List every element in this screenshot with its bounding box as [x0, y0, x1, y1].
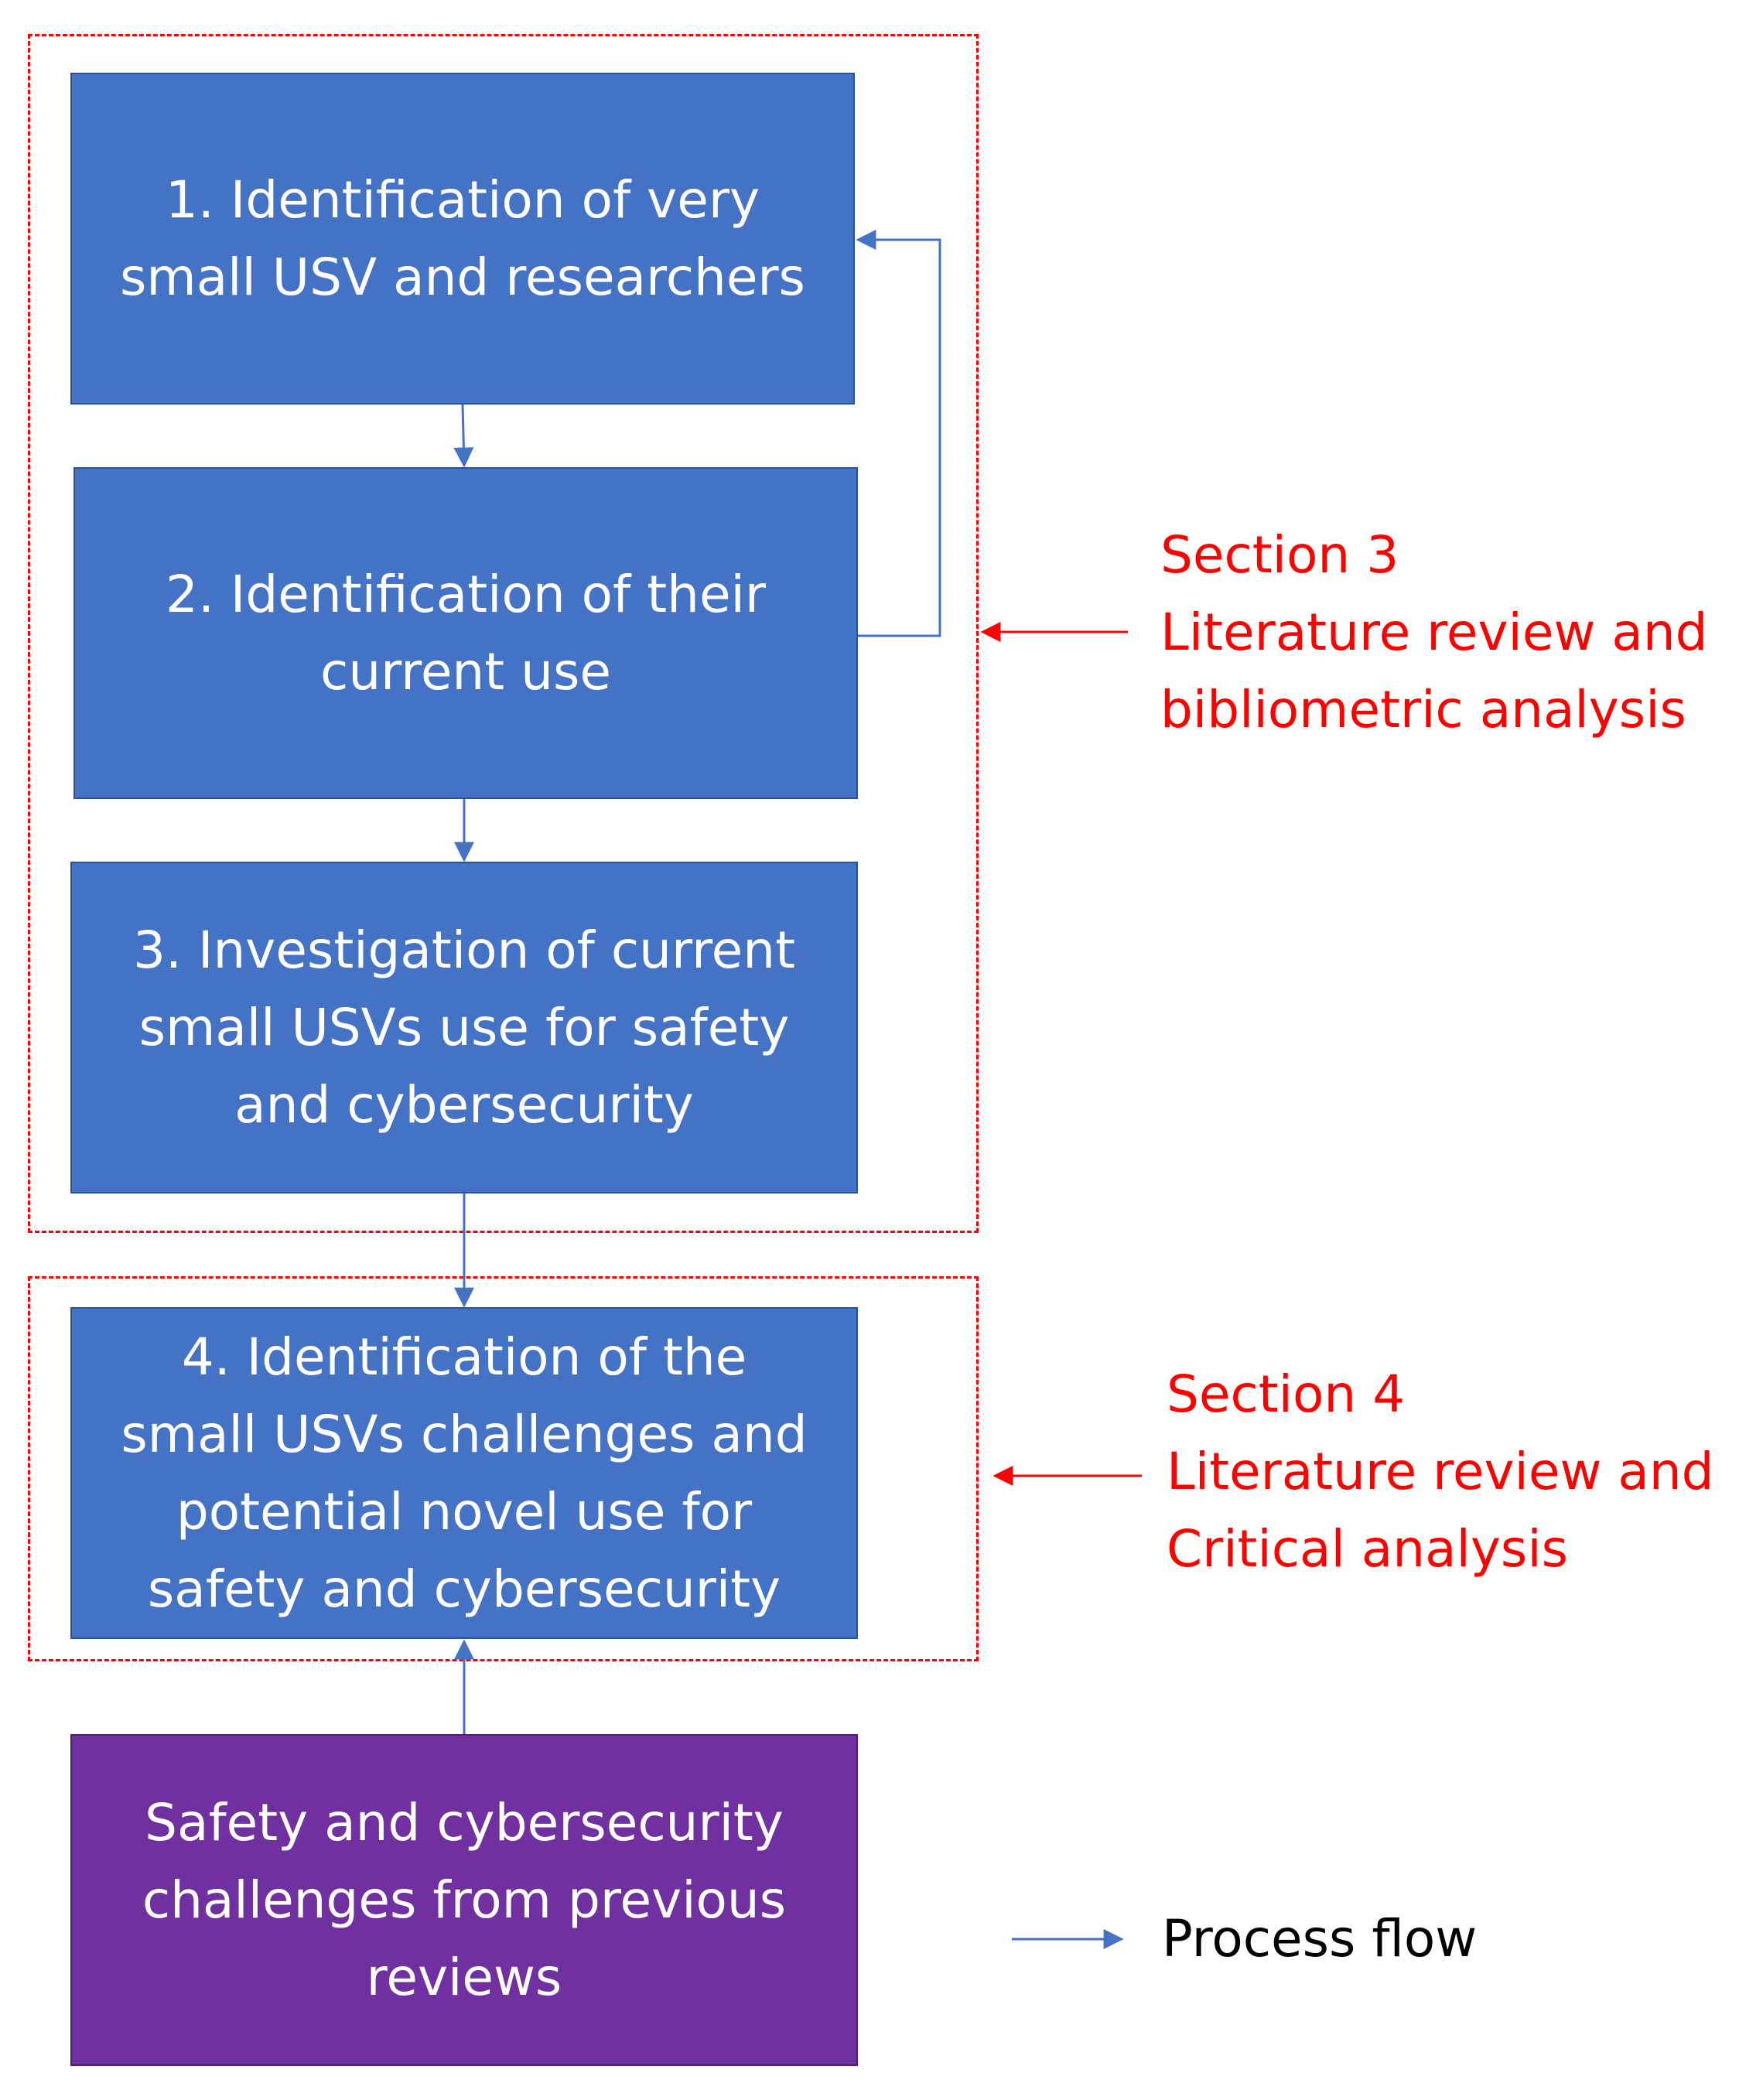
step-1-line-2: small USV and researchers [120, 247, 805, 307]
input-line-1: Safety and cybersecurity [145, 1792, 784, 1852]
step-1-box: 1. Identification of very small USV and … [70, 73, 855, 405]
section-3-line-2: Literature review and [1160, 603, 1708, 662]
section-4-title: Section 4 [1167, 1364, 1406, 1424]
section-3-label: Section 3 Literature review and bibliome… [1160, 517, 1708, 749]
step-3-line-1: 3. Investigation of current [133, 920, 795, 980]
input-line-3: reviews [366, 1947, 562, 2007]
step-2-line-2: current use [320, 641, 611, 702]
section-3-title: Section 3 [1160, 525, 1399, 585]
section-4-line-3: Critical analysis [1167, 1519, 1569, 1579]
step-4-line-1: 4. Identification of the [181, 1327, 747, 1387]
step-3-line-3: and cybersecurity [234, 1074, 694, 1135]
section-4-line-2: Literature review and [1167, 1442, 1714, 1501]
arrow-feedback-step2-to-step1 [856, 230, 941, 637]
step-4-line-2: small USVs challenges and [121, 1404, 808, 1464]
section-3-line-3: bibliometric analysis [1160, 680, 1686, 739]
section-4-label: Section 4 Literature review and Critical… [1167, 1356, 1714, 1588]
step-2-box: 2. Identification of their current use [73, 467, 858, 799]
section-3-group [28, 34, 979, 1233]
previous-reviews-box: Safety and cybersecurity challenges from… [70, 1734, 858, 2066]
step-3-line-2: small USVs use for safety [138, 997, 790, 1057]
legend-label: Process flow [1162, 1909, 1478, 1969]
step-4-line-3: potential novel use for [176, 1481, 753, 1542]
step-3-box: 3. Investigation of current small USVs u… [70, 862, 858, 1193]
input-line-2: challenges from previous [142, 1870, 787, 1930]
section-4-group [28, 1276, 979, 1661]
arrow-step1-to-step2 [453, 404, 474, 468]
step-4-line-4: safety and cybersecurity [147, 1559, 781, 1619]
step-1-line-1: 1. Identification of very [165, 169, 760, 230]
step-4-box: 4. Identification of the small USVs chal… [70, 1307, 858, 1639]
step-2-line-1: 2. Identification of their [165, 564, 767, 624]
